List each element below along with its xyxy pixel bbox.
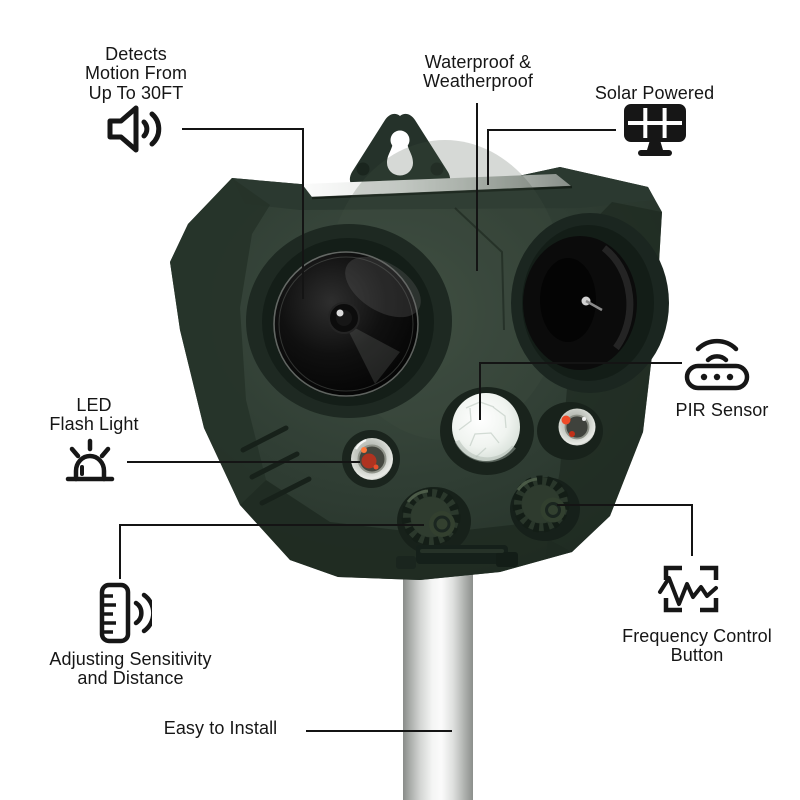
sensitivity-knob (397, 487, 471, 555)
speaker-sound-icon (104, 102, 180, 161)
callout-lines (119, 103, 693, 732)
callout-text-line: Frequency Control (622, 626, 772, 646)
callout-text-line: Easy to Install (163, 718, 278, 738)
callout-text-line: Button (670, 645, 724, 666)
callout-text-line: Adjusting Sensitivity (49, 649, 212, 669)
pir-sensor-ball (440, 387, 534, 475)
solar-panel (302, 174, 571, 197)
callout-waterproof: Waterproof & Weatherproof (398, 52, 558, 92)
pole-mount-bracket (396, 545, 518, 569)
frequency-wave-icon (656, 558, 726, 625)
callout-text-line: Detects (105, 44, 167, 64)
callout-text-line: Solar Powered (594, 83, 715, 103)
callout-frequency: Frequency Control Button (607, 626, 787, 666)
callout-text-line: Flash Light (49, 414, 139, 435)
flash-beacon-icon (62, 433, 118, 494)
callout-easy-install: Easy to Install (148, 718, 293, 738)
callout-text-line: Weatherproof (423, 71, 533, 92)
ruler-sound-adjust-icon (94, 581, 156, 650)
callout-text-line: PIR Sensor (675, 400, 769, 420)
frequency-knob (510, 475, 580, 541)
callout-text-line: Motion From (84, 63, 188, 84)
callout-text-line: Up To 30FT (88, 82, 184, 103)
mounting-pole (403, 558, 473, 800)
callout-line-pir (479, 362, 682, 420)
side-vents (240, 425, 312, 506)
callout-text-line: Waterproof & (424, 52, 532, 72)
callout-line-detects-motion (182, 128, 304, 299)
solar-panel-icon (620, 102, 690, 165)
callout-led-flash-light: LED Flash Light (24, 395, 164, 435)
callout-line-frequency (557, 504, 693, 556)
callout-pir-sensor: PIR Sensor (652, 400, 792, 420)
callout-text-line: and Distance (77, 668, 184, 689)
callout-line-sensitivity (119, 524, 424, 579)
right-ultrasonic-speaker (511, 213, 669, 393)
led-flash-light-left (342, 430, 400, 488)
hanging-bracket (349, 113, 451, 188)
pir-motion-sensor-icon (684, 333, 750, 396)
callout-solar-powered: Solar Powered (572, 83, 737, 103)
led-flash-light-right (537, 402, 603, 460)
callout-detects-motion: Detects Motion From Up To 30FT (56, 44, 216, 103)
callout-line-solar (487, 129, 616, 185)
left-ultrasonic-speaker (246, 224, 452, 418)
callout-sensitivity: Adjusting Sensitivity and Distance (33, 649, 228, 689)
callout-text-line: LED (76, 395, 112, 415)
